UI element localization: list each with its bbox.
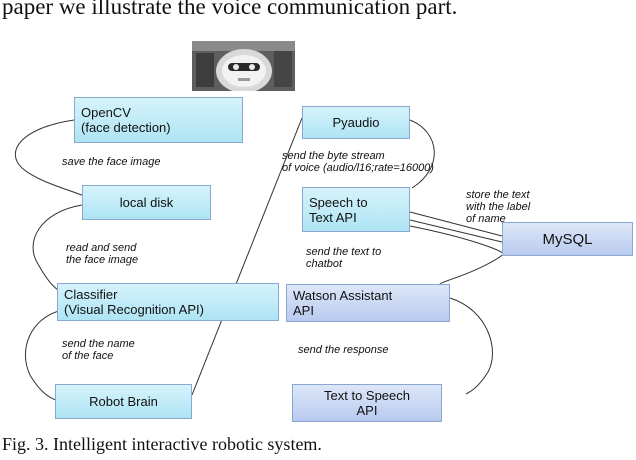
edge-label-save-face: save the face image bbox=[62, 156, 161, 168]
node-watson-assistant: Watson Assistant API bbox=[286, 284, 450, 322]
edge-label-send-name: send the name of the face bbox=[62, 338, 135, 362]
figure-caption: Fig. 3. Intelligent interactive robotic … bbox=[2, 434, 322, 454]
edge-stt-mysql-1 bbox=[409, 211, 503, 237]
edge-label-read-send-face: read and send the face image bbox=[66, 242, 139, 266]
node-opencv: OpenCV (face detection) bbox=[74, 97, 243, 143]
edge-localdisk-classifier bbox=[32, 204, 83, 293]
edge-robotbrain-pyaudio bbox=[191, 117, 303, 396]
robot-photo bbox=[192, 41, 295, 91]
node-text-to-speech: Text to Speech API bbox=[292, 384, 442, 422]
edge-watson-tts bbox=[449, 297, 493, 395]
edge-label-store-text: store the text with the label of name bbox=[466, 189, 531, 225]
edge-classifier-robotbrain bbox=[25, 309, 63, 401]
header-text: paper we illustrate the voice communicat… bbox=[2, 0, 458, 19]
edge-label-send-byte-stream: send the byte stream of voice (audio/l16… bbox=[282, 150, 434, 174]
node-robot-brain: Robot Brain bbox=[55, 384, 192, 419]
node-pyaudio: Pyaudio bbox=[302, 106, 410, 139]
robot-head-icon bbox=[192, 41, 295, 91]
edge-stt-watson bbox=[409, 225, 505, 285]
edge-label-send-text-chatbot: send the text to chatbot bbox=[306, 246, 382, 270]
node-local-disk: local disk bbox=[82, 185, 211, 220]
node-speech-to-text: Speech to Text API bbox=[302, 187, 410, 232]
node-classifier: Classifier (Visual Recognition API) bbox=[57, 283, 279, 321]
edge-opencv-localdisk bbox=[14, 119, 85, 197]
edge-stt-mysql-2 bbox=[409, 219, 503, 243]
node-mysql: MySQL bbox=[502, 222, 633, 256]
edge-label-send-response: send the response bbox=[298, 344, 389, 356]
edge-pyaudio-stt bbox=[409, 119, 435, 189]
